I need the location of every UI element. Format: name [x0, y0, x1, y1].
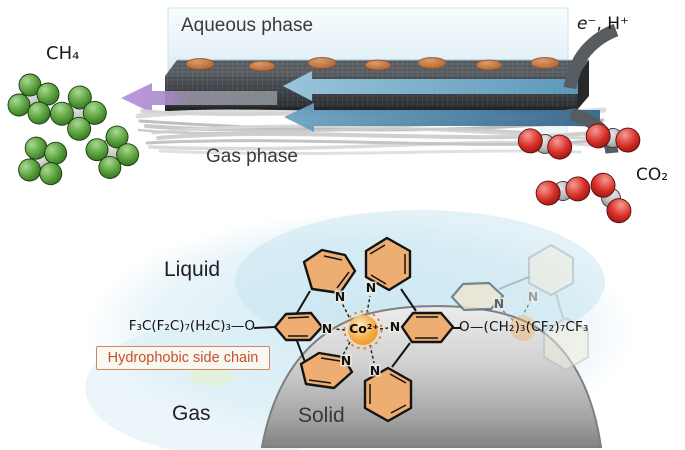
proton-label: , H⁺ [596, 14, 630, 34]
pyridine-ring [273, 311, 324, 342]
liquid-label: Liquid [164, 258, 221, 281]
pyridine-ring [299, 351, 354, 390]
aromatic-double-bonds [287, 244, 438, 414]
electron-label: e⁻ [577, 14, 597, 34]
electron-proton-label: e⁻, H⁺ [577, 15, 629, 34]
gas-label: Gas [172, 402, 211, 425]
gas-flow-arrow [284, 103, 600, 132]
pyridine-ring [364, 236, 412, 292]
gas-phase-label: Gas phase [206, 146, 298, 167]
nitrogen-atom-label: N [528, 289, 538, 304]
cobalt-center-label: Co²⁺ [349, 321, 379, 336]
methane-molecule [85, 125, 140, 179]
methane-molecule [49, 85, 107, 141]
pyridine-ring [400, 311, 455, 344]
nitrogen-atom-label: N [366, 280, 376, 295]
co-n-coordination-bonds [333, 295, 389, 364]
catalyst-particles [185, 57, 560, 72]
nitrogen-atom-label: N [335, 289, 345, 304]
co2-molecules [517, 123, 641, 224]
electron-proton-arrow [563, 23, 619, 90]
solid-label: Solid [298, 404, 345, 427]
nitrogen-atom-label: N [322, 321, 332, 336]
methane-outflow-arrow [121, 83, 277, 113]
co2-molecule [590, 172, 632, 224]
co2-molecule [517, 128, 573, 160]
nitrogen-atom-label: N [390, 319, 400, 334]
co2-molecule [535, 176, 591, 206]
cobalt-complex: N N N N N N [253, 236, 461, 423]
methane-molecule [7, 73, 60, 125]
carbon-dioxide-label: CO₂ [636, 165, 669, 185]
cobalt-ion [343, 310, 383, 350]
methane-molecule [18, 136, 68, 186]
aqueous-phase-label: Aqueous phase [181, 15, 314, 36]
nitrogen-atom-label: N [370, 363, 380, 378]
methane-label: CH₄ [46, 43, 80, 64]
hydrophobic-side-chain-box: Hydrophobic side chain [96, 346, 270, 370]
nitrogen-atom-label: N [341, 353, 351, 368]
faded-cobalt-complex: N N [450, 243, 589, 372]
left-side-chain-formula: F₃C(F₂C)₇(H₂C)₃—O [128, 318, 255, 334]
ligand-bonds [253, 288, 461, 368]
solid-dome [260, 305, 603, 448]
methane-molecules [7, 73, 140, 186]
aqueous-flow-arrow [283, 71, 578, 101]
co2-molecule [585, 123, 641, 153]
right-side-chain-formula: O—(CH₂)₃(CF₂)₇CF₃ [459, 319, 589, 335]
nitrogen-atom-label: N [494, 296, 504, 311]
